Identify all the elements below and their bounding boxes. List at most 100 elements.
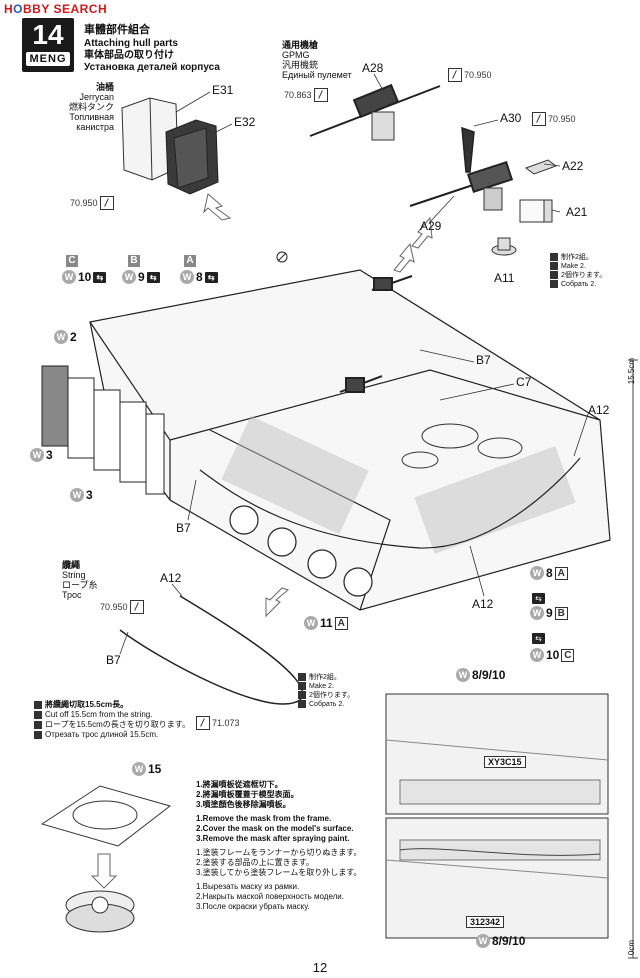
detail-plate-top: XY3C15: [484, 756, 526, 768]
string-russian: Трос: [62, 590, 82, 600]
string-chinese: 纜繩: [62, 560, 81, 570]
gpmg-label: 通用機槍 GPMG 汎用機銃 Единый пулемет: [282, 40, 352, 80]
paint-code: 70.863: [284, 90, 312, 100]
no-glue-icon: [276, 250, 288, 268]
paint-ref-5: 70.950: [100, 600, 144, 614]
ruler-label-bottom: 0cm: [627, 940, 636, 956]
hull-body: [89, 269, 611, 611]
mask-instructions-russian: 1.Вырезать маску из рамки. 2.Накрыть мас…: [196, 882, 380, 912]
watermark-brand: HOBBY SEARCH: [4, 2, 107, 16]
track-wheels: [229, 505, 373, 597]
w-circle-icon: W: [530, 606, 544, 620]
paint-ref-2: 70.863: [284, 88, 328, 102]
part-label-b7-left: B7: [176, 521, 191, 535]
paint-code: 70.950: [548, 114, 576, 124]
info-icon: [34, 711, 42, 719]
mask-step-zh-2: 2.將漏噴板覆蓋于模型表面。: [196, 790, 299, 799]
w-circle-icon: W: [132, 762, 146, 776]
w-circle-icon: W: [530, 566, 544, 580]
leader-lines: [119, 73, 589, 655]
page-number: 12: [312, 960, 328, 975]
mask-step-en-1: 1.Remove the mask from the frame.: [196, 814, 332, 823]
jerrycan-english: Jerrycan: [79, 92, 114, 102]
mask-step-en-2: 2.Cover the mask on the model's surface.: [196, 824, 354, 833]
jerrycan-label: 油桶 Jerrycan 燃料タンク Топливная канистра: [46, 82, 114, 132]
detail-photo-box: [385, 693, 609, 939]
detail-plate-bottom: 312342: [466, 916, 505, 928]
w-circle-icon: W: [456, 668, 470, 682]
w-circle-icon: W: [180, 270, 194, 284]
w-circle-icon: W: [476, 934, 490, 948]
info-icon: [550, 253, 558, 261]
info-icon: [298, 673, 306, 681]
paint-brush-icon: [532, 112, 546, 126]
paint-ref-4: 70.950: [532, 112, 576, 126]
paint-code: 70.950: [464, 70, 492, 80]
w-circle-icon: W: [70, 488, 84, 502]
info-icon: [34, 721, 42, 729]
mask-spray-icon: ⇆: [146, 271, 160, 283]
brand-letter-h: H: [4, 2, 14, 16]
paint-brush-icon: [196, 716, 210, 730]
mask-instructions: 1.將漏噴板從遮框切下。 2.將漏噴板覆蓋于模型表面。 3.噴塗顏色後移除漏噴板…: [196, 780, 380, 912]
part-label-a11: A11: [494, 271, 515, 285]
part-a21: [519, 199, 553, 223]
part-a30: [461, 126, 475, 173]
mounted-guns: [339, 275, 413, 393]
part-label-e31: E31: [212, 83, 234, 97]
ruler-label-top: 15.5cm: [627, 358, 636, 385]
mask-step-ru-3: 3.После окраски убрать маску.: [196, 902, 310, 911]
mask-step-zh-3: 3.噴塗顏色後移除漏噴板。: [196, 800, 291, 809]
part-label-e32: E32: [234, 115, 256, 129]
mask-step-ru-1: 1.Вырезать маску из рамки.: [196, 882, 300, 891]
mask-step-en-3: 3.Remove the mask after spraying paint.: [196, 834, 350, 843]
hull-rope: [199, 457, 581, 549]
part-a11: [491, 237, 517, 256]
meng-logo: MENG: [26, 52, 70, 66]
side-screens: [41, 365, 165, 495]
w-circle-icon: W: [122, 270, 136, 284]
gpmg-russian: Единый пулемет: [282, 70, 352, 80]
mask-step-ja-1: 1.塗装フレームをランナーから切りぬきます。: [196, 848, 362, 857]
string-japanese: ロープ糸: [62, 580, 98, 590]
mask-spray-icon-1: ⇆: [532, 588, 545, 606]
mask-step-ja-3: 3.塗装してから塗装フレームを取り外します。: [196, 868, 362, 877]
gpmg-a28: [309, 83, 441, 141]
info-icon: [34, 701, 42, 709]
w-circle-icon: W: [54, 330, 68, 344]
brand-rest: BBY SEARCH: [23, 2, 108, 16]
mask-step-ru-2: 2.Накрыть маской поверхность модели.: [196, 892, 344, 901]
ruler: [628, 359, 638, 959]
jerrycan-chinese: 油桶: [95, 82, 114, 92]
part-label-a12-string: A12: [160, 571, 182, 585]
info-icon: [550, 280, 558, 288]
mask-step-zh-1: 1.將漏噴板從遮框切下。: [196, 780, 283, 789]
info-icon: [550, 271, 558, 279]
info-icon: [298, 700, 306, 708]
paint-code: 70.950: [70, 198, 98, 208]
part-label-b7-string: B7: [106, 653, 121, 667]
mask-instructions-chinese: 1.將漏噴板從遮框切下。 2.將漏噴板覆蓋于模型表面。 3.噴塗顏色後移除漏噴板…: [196, 780, 380, 810]
string-label: 纜繩 String ロープ糸 Трос: [62, 560, 97, 600]
info-icon: [550, 262, 558, 270]
paint-brush-icon: [313, 88, 328, 102]
part-label-a28: A28: [362, 61, 384, 75]
part-label-a12-right: A12: [588, 403, 610, 417]
string-cut-note: 將纜繩切取15.5cm長。 Cut off 15.5cm from the st…: [34, 700, 190, 740]
string-english: String: [62, 570, 86, 580]
gpmg-english: GPMG: [282, 50, 310, 60]
title-english: Attaching hull parts: [84, 38, 178, 49]
paint-code: 71.073: [212, 718, 240, 728]
